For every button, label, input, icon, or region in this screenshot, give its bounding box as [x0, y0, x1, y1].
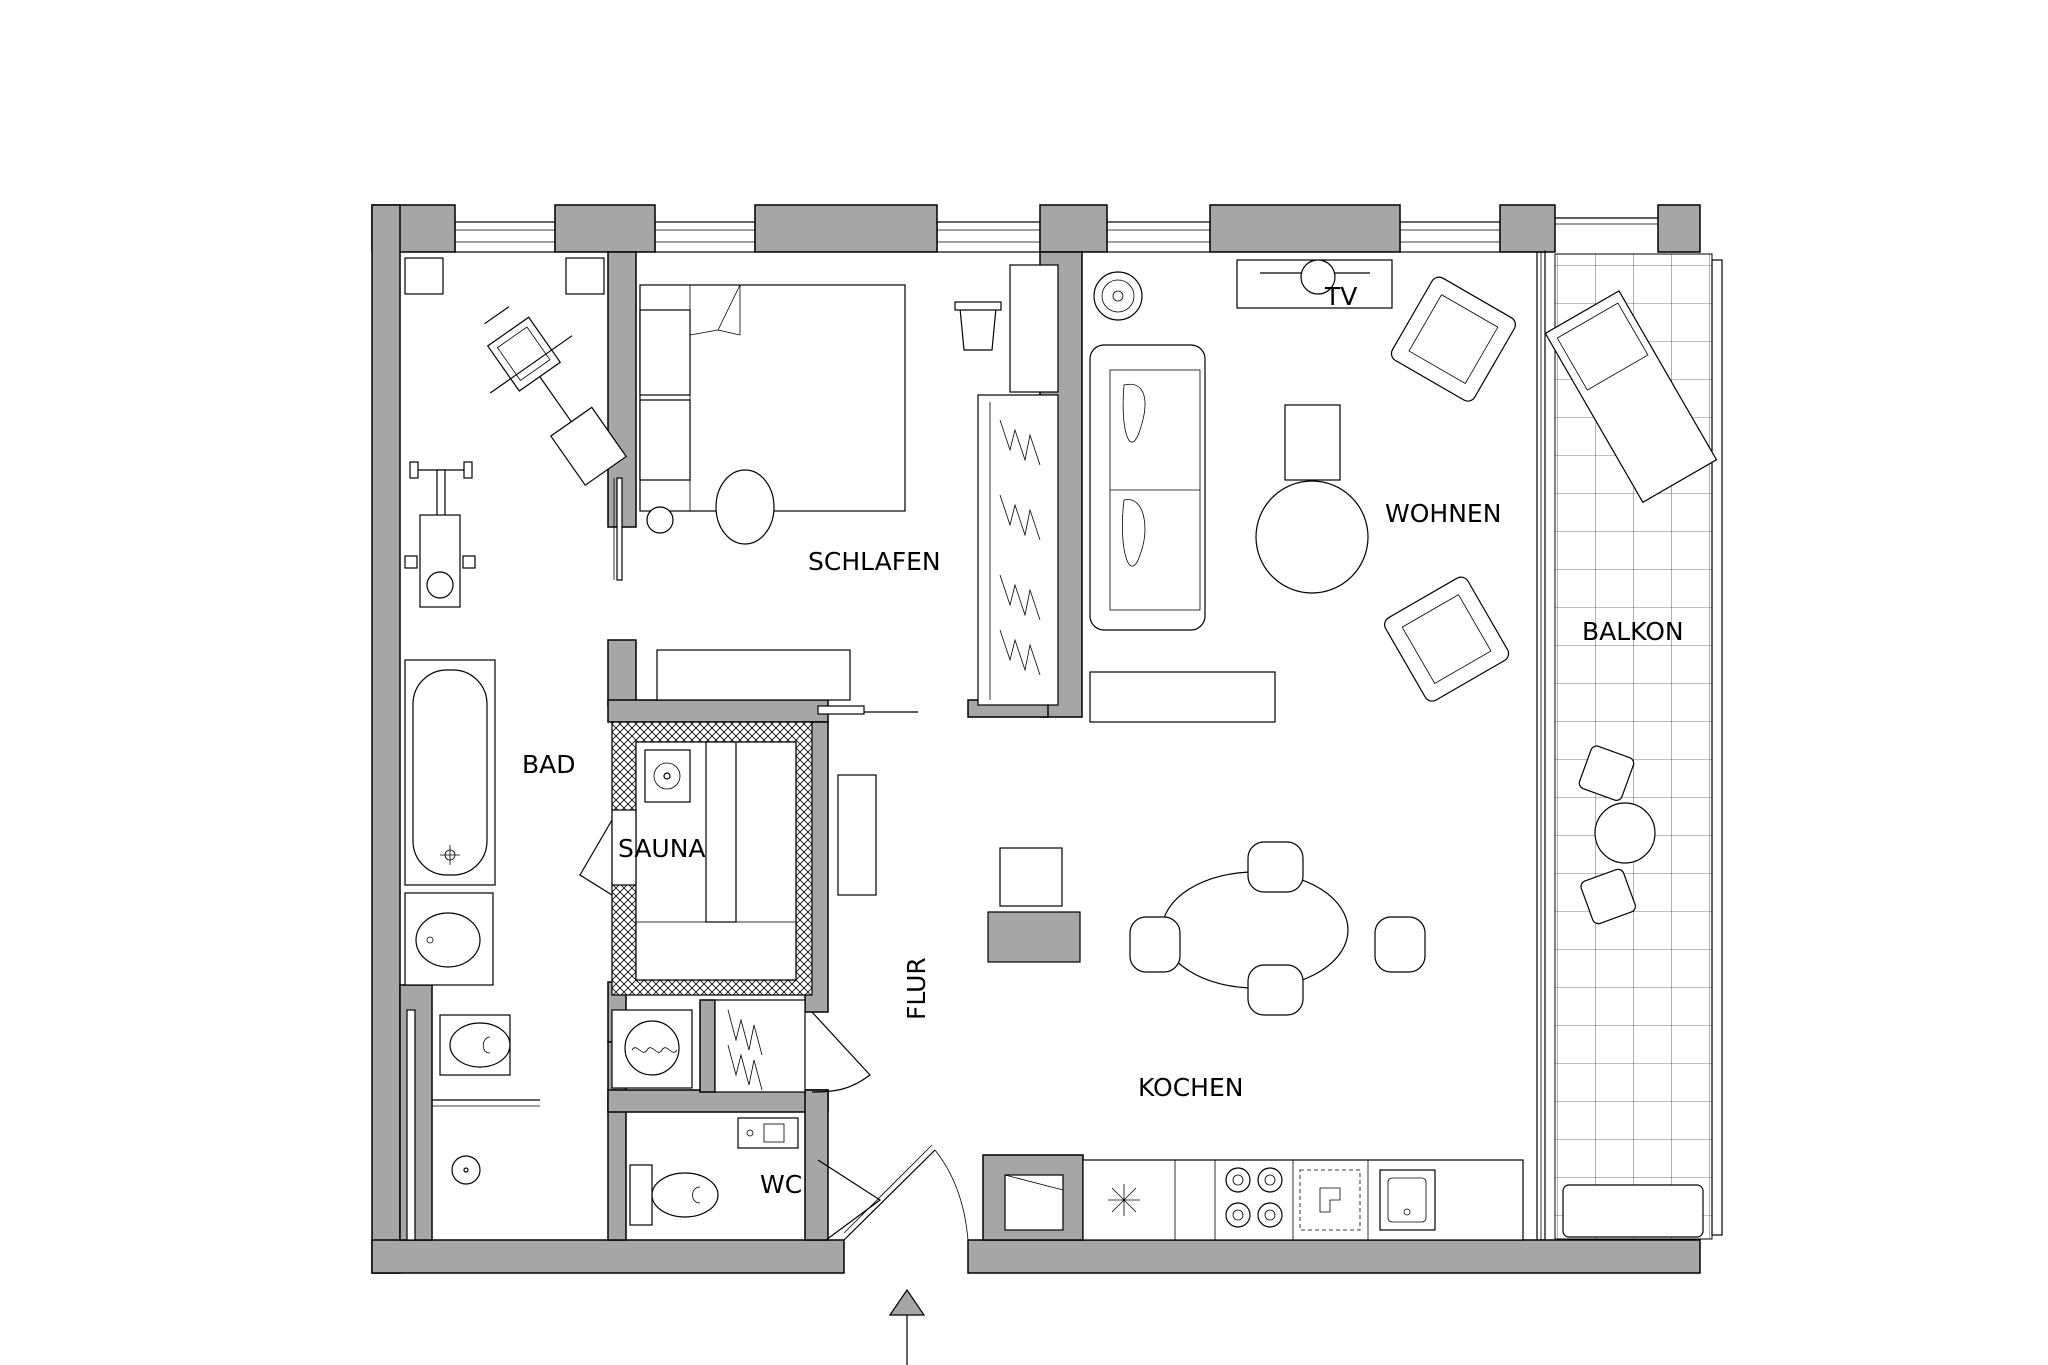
room-label-kochen: KOCHEN [1138, 1073, 1243, 1102]
weight-bench-icon [404, 461, 476, 608]
room-label-balkon: BALKON [1582, 617, 1684, 646]
room-label-wohnen: WOHNEN [1385, 499, 1501, 528]
fitness-area [404, 257, 628, 608]
bathroom [404, 659, 540, 1241]
kitchen [987, 841, 1524, 1241]
living-room [1089, 250, 1546, 1240]
room-label-tv: TV [1324, 282, 1357, 311]
entrance-arrow-icon [888, 1288, 926, 1365]
balcony-furniture [1544, 290, 1718, 1238]
exercise-bike-icon [484, 306, 628, 487]
room-label-schlafen: SCHLAFEN [808, 547, 941, 576]
wc-room [629, 1117, 799, 1226]
fan-icon [1108, 1184, 1140, 1216]
sauna [579, 721, 813, 996]
hallway [611, 705, 969, 1241]
room-label-bad: BAD [522, 750, 576, 779]
room-label-sauna: SAUNA [618, 834, 706, 863]
room-label-wc: WC [760, 1170, 802, 1199]
room-label-flur: FLUR [902, 957, 931, 1020]
bedroom [639, 264, 1059, 706]
